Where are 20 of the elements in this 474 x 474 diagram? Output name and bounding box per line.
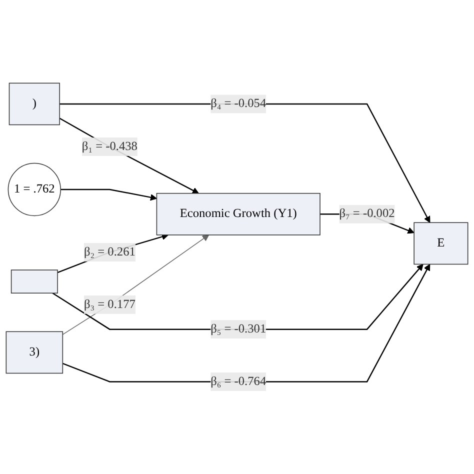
- node-box: 3): [6, 331, 64, 374]
- arrow: [59, 118, 199, 194]
- node-circle: 1 = .762: [8, 162, 61, 216]
- arrow: [57, 233, 168, 274]
- arrow: [52, 264, 424, 330]
- node-box: [10, 270, 58, 294]
- edge-label: β₁ = -0.438: [82, 140, 138, 153]
- arrow: [62, 264, 430, 382]
- node-box: E: [414, 222, 468, 265]
- arrow: [60, 103, 430, 223]
- edge-label: β₅ = -0.301: [210, 322, 266, 336]
- edge-label: β₄ = -0.054: [210, 96, 266, 110]
- edge-label: β₃ = 0.177: [84, 298, 136, 311]
- edge-label: β₆ = -0.764: [210, 374, 266, 388]
- node-box: ): [8, 82, 60, 126]
- arrow: [60, 188, 158, 201]
- arrow: [62, 234, 210, 335]
- edge-label: β₂ = 0.261: [84, 245, 136, 258]
- edge-label: β₇ = -0.002: [339, 207, 395, 220]
- node-box: Economic Growth (Y1): [156, 192, 320, 236]
